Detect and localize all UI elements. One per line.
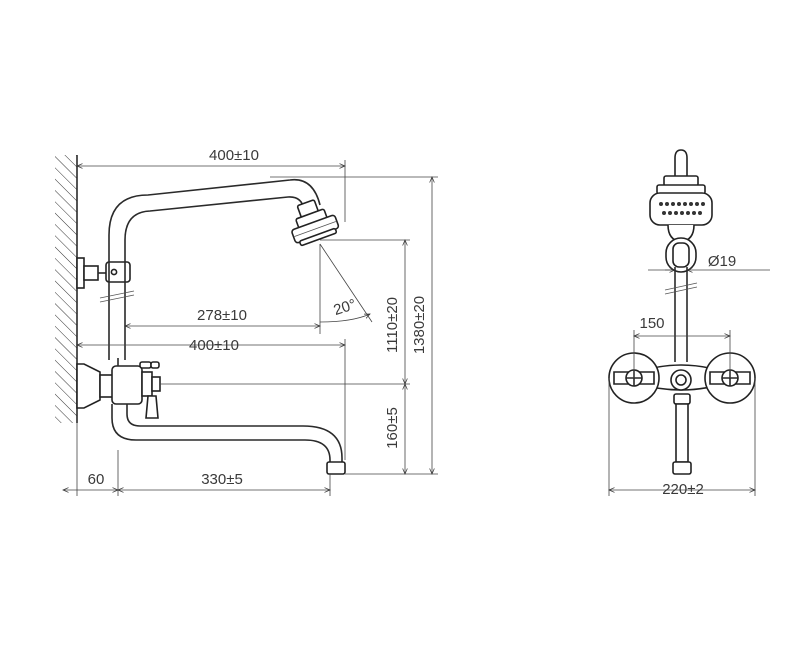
dim-bottom: 60 330±5 [63, 423, 330, 496]
dim-top-width: 400±10 [77, 147, 345, 222]
dim-diameter-label: Ø19 [708, 253, 736, 270]
dim-mixer-width-label: 400±10 [189, 337, 239, 354]
shower-arm [99, 178, 321, 360]
dim-top-width-label: 400±10 [209, 147, 259, 164]
dim-arm-reach: 278±10 [125, 244, 320, 334]
dim-center: 150 [634, 315, 730, 378]
wall-bracket [76, 257, 131, 289]
dim-spout-drop: 160±5 [384, 384, 405, 474]
spout [111, 404, 346, 475]
wall [55, 155, 78, 423]
dim-width-label: 220±2 [662, 481, 704, 498]
dim-mixer-width: 400±10 [77, 337, 345, 460]
dim-height-shower-label: 1110±20 [384, 297, 401, 353]
front-riser [664, 267, 698, 362]
dim-angle: 20° [319, 243, 373, 323]
side-view: 400±10 278±10 20° 400±10 [55, 147, 438, 496]
dim-angle-label: 20° [331, 296, 358, 319]
front-shower-stem [674, 149, 688, 179]
dim-height-total-label: 1380±20 [411, 296, 428, 354]
dim-diameter: Ø19 [648, 253, 770, 270]
dim-width: 220±2 [609, 378, 755, 498]
front-view: Ø19 150 220±2 [608, 149, 770, 498]
dim-spout-reach-label: 330±5 [201, 471, 243, 488]
height-extension-lines [160, 176, 438, 475]
dim-height-total: 1380±20 [411, 177, 432, 474]
front-shower-head [649, 175, 713, 243]
front-spout [672, 393, 692, 475]
front-bracket-ring [665, 237, 697, 273]
mixer-body [76, 358, 143, 409]
dim-arm-reach-label: 278±10 [197, 307, 247, 324]
dim-wall-offset-label: 60 [88, 471, 105, 488]
dim-height-shower: 1110±20 [384, 240, 405, 384]
dim-spout-drop-label: 160±5 [384, 407, 401, 449]
shower-head [291, 199, 340, 247]
dim-center-label: 150 [639, 315, 664, 332]
cross-handle [139, 361, 161, 419]
spray-holes [659, 202, 705, 215]
